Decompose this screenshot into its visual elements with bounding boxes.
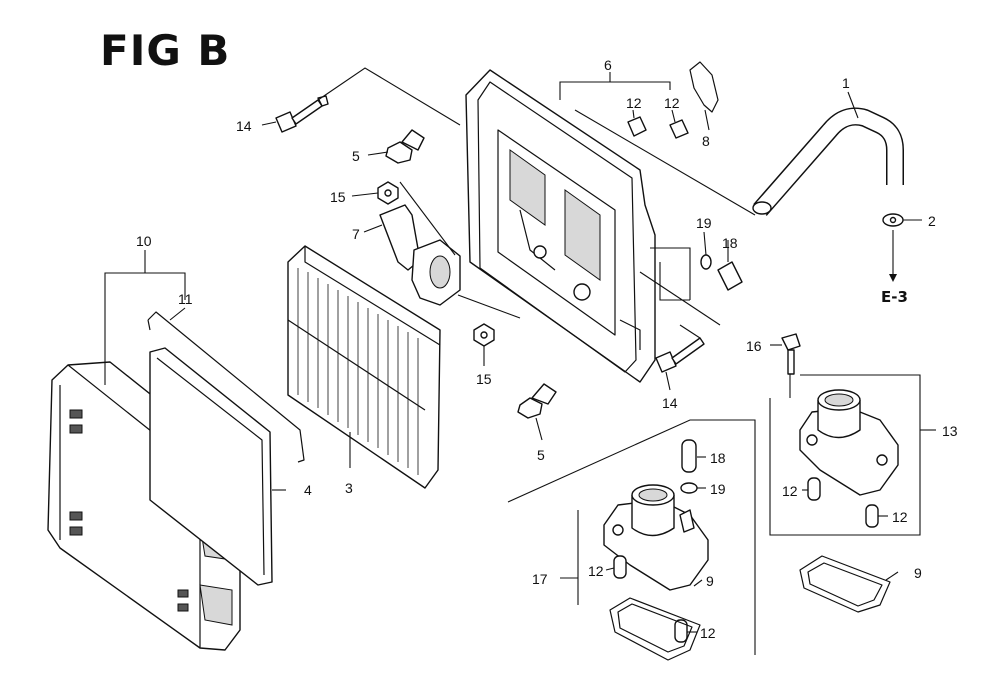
callout-9-right: 9 [914, 565, 922, 581]
callout-labels: 14 5 15 7 10 11 4 3 15 5 14 6 12 12 8 1 … [136, 57, 958, 641]
part-breather-tube[interactable] [752, 107, 904, 216]
part-gasket-right[interactable] [799, 555, 891, 613]
callout-18-lower: 18 [710, 450, 726, 466]
callout-10: 10 [136, 233, 152, 249]
callout-15-lower: 15 [476, 371, 492, 387]
callout-8: 8 [702, 133, 710, 149]
part-nut-upper[interactable] [377, 181, 399, 205]
part-breather[interactable] [379, 204, 461, 306]
reference-label: E-3 [881, 288, 908, 306]
callout-12-d: 12 [892, 509, 908, 525]
callout-11: 11 [178, 291, 193, 307]
callout-6: 6 [604, 57, 612, 73]
leader-lines [104, 67, 936, 655]
callout-19-lower: 19 [710, 481, 726, 497]
callout-18-upper: 18 [722, 235, 738, 251]
part-bolt-right[interactable] [781, 333, 801, 375]
part-o-ring[interactable] [689, 61, 719, 113]
part-air-cleaner-case[interactable] [465, 69, 656, 383]
callout-12-f: 12 [700, 625, 716, 641]
callout-4: 4 [304, 482, 312, 498]
part-bolt-lower[interactable] [655, 337, 705, 373]
callout-3: 3 [345, 480, 353, 496]
part-gasket-lower[interactable] [609, 597, 701, 661]
callout-12-c: 12 [782, 483, 798, 499]
callout-15: 15 [330, 189, 346, 205]
callout-14: 14 [236, 118, 252, 134]
callout-9-lower: 9 [706, 573, 714, 589]
callout-1: 1 [842, 75, 850, 91]
part-dowel-upper[interactable] [627, 116, 689, 139]
callout-12-a: 12 [626, 95, 642, 111]
part-pre-filter[interactable] [149, 347, 273, 586]
part-collar-lower[interactable] [680, 439, 698, 494]
callout-12-b: 12 [664, 95, 680, 111]
part-clip-upper[interactable] [385, 129, 425, 164]
callout-14-lower: 14 [662, 395, 678, 411]
part-dowel-lower[interactable] [613, 477, 879, 643]
callout-16: 16 [746, 338, 762, 354]
part-elbow-adapter-lower[interactable] [603, 484, 709, 591]
figure-title: FIG B [100, 26, 231, 75]
callout-5-lower: 5 [537, 447, 545, 463]
callout-5: 5 [352, 148, 360, 164]
callout-19-upper: 19 [696, 215, 712, 231]
part-elbow-adapter-right[interactable] [799, 389, 899, 496]
part-clip[interactable] [882, 213, 904, 227]
part-clip-lower[interactable] [517, 383, 557, 419]
part-nut-lower[interactable] [473, 323, 495, 347]
callout-13: 13 [942, 423, 958, 439]
part-filter-element[interactable] [287, 245, 441, 489]
part-gasket-wire[interactable] [147, 311, 305, 463]
part-collar-upper[interactable] [700, 254, 743, 291]
callout-12-e: 12 [588, 563, 604, 579]
callout-2: 2 [928, 213, 936, 229]
callout-7: 7 [352, 226, 360, 242]
callout-17: 17 [532, 571, 548, 587]
part-bolt-upper[interactable] [275, 95, 329, 133]
